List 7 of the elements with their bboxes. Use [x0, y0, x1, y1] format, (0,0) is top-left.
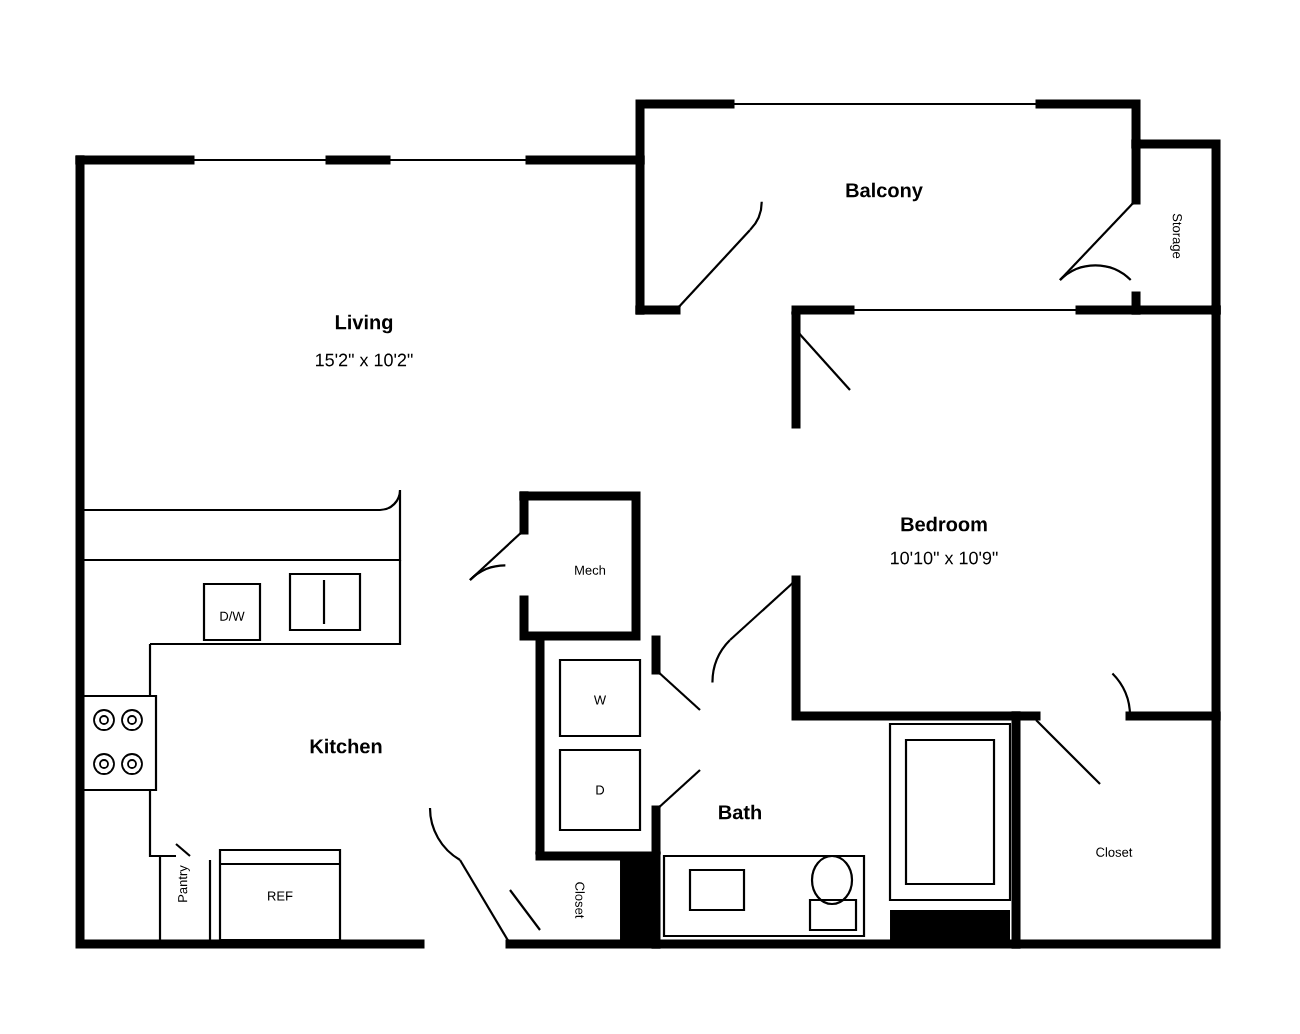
dimension-label: 15'2" x 10'2"	[316, 353, 413, 367]
dimension-label: 10'10" x 10'9"	[891, 551, 998, 565]
room-label: Bedroom	[901, 516, 987, 532]
room-label: Balcony	[846, 182, 923, 202]
room-label: Bath	[719, 804, 761, 820]
room-label: Kitchen	[310, 738, 382, 754]
room-label: Living	[335, 314, 393, 334]
